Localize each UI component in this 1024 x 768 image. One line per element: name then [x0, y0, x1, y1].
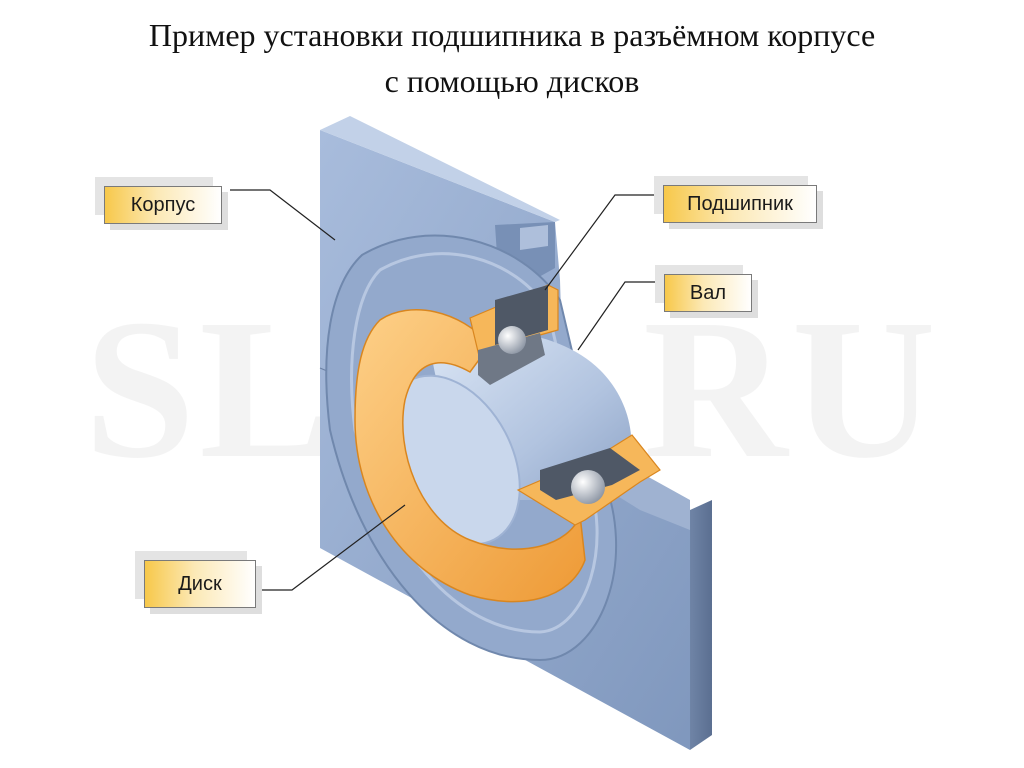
leader-lines — [230, 189, 665, 591]
bearing-ball-lower — [571, 470, 605, 504]
page-title: Пример установки подшипника в разъёмном … — [0, 12, 1024, 104]
leader-shaft — [577, 281, 665, 351]
bearing — [478, 285, 640, 504]
title-line-2: с помощью дисков — [384, 63, 640, 99]
title-line-1: Пример установки подшипника в разъёмном … — [148, 17, 876, 53]
housing-side-face — [690, 500, 712, 750]
leader-bearing — [544, 194, 660, 291]
label-disk: Диск — [144, 560, 256, 608]
disk-ring — [354, 309, 586, 603]
leader-housing — [230, 189, 336, 241]
label-housing: Корпус — [104, 186, 222, 224]
label-bearing: Подшипник — [663, 185, 817, 223]
bearing-ball-upper — [498, 326, 526, 354]
housing-top-face — [320, 116, 560, 222]
leader-disk — [258, 504, 406, 591]
label-shaft: Вал — [664, 274, 752, 312]
